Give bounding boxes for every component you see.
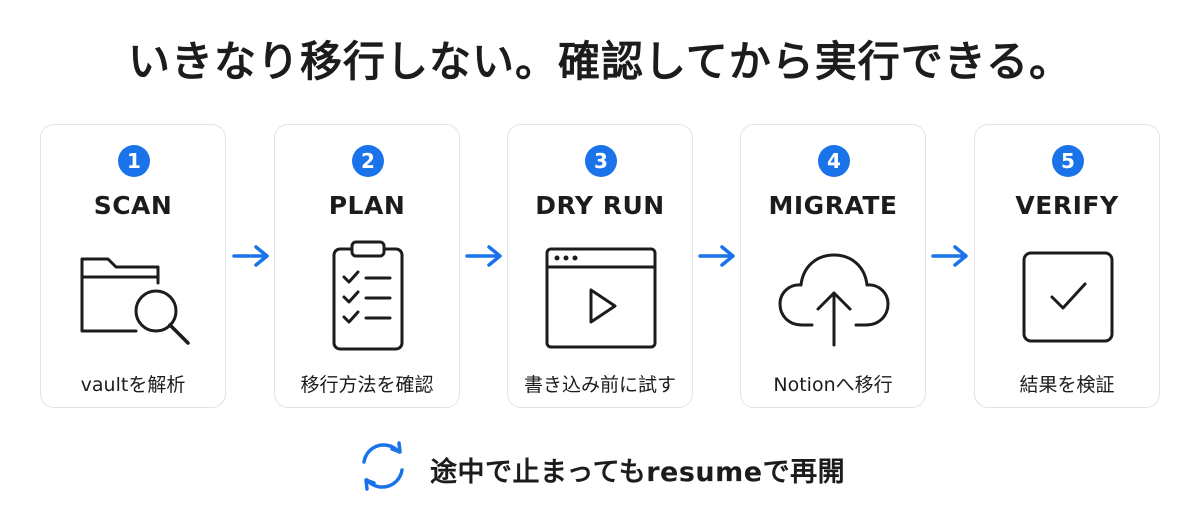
resume-text: 途中で止まってもresumeで再開 [430, 457, 846, 488]
step-number-badge: 3 [585, 145, 617, 177]
step-number-badge: 2 [352, 145, 384, 177]
clipboard-checklist-icon [332, 240, 404, 351]
resume-note: 途中で止まってもresumeで再開 [0, 438, 1200, 494]
browser-play-icon [545, 247, 657, 349]
step-card-verify: 5 VERIFY 結果を検証 [974, 124, 1160, 408]
step-card-migrate: 4 MIGRATE Notionへ移行 [740, 124, 926, 408]
step-name: DRY RUN [535, 191, 665, 220]
cloud-upload-icon [778, 253, 890, 347]
step-name: VERIFY [1015, 191, 1119, 220]
step-description: Notionへ移行 [773, 374, 893, 396]
process-steps: 1 SCAN vaultを解析 2 PLAN 移行方法を確認 [40, 124, 1160, 410]
step-name: SCAN [93, 191, 173, 220]
step-card-dry-run: 3 DRY RUN 書き込み前に試す [507, 124, 693, 408]
step-description: 移行方法を確認 [300, 374, 434, 396]
step-card-plan: 2 PLAN 移行方法を確認 [274, 124, 460, 408]
step-name: PLAN [328, 191, 406, 220]
step-description: 書き込み前に試す [523, 374, 676, 396]
step-number-badge: 1 [118, 145, 150, 177]
arrow-right-icon [232, 245, 269, 267]
folder-search-icon [80, 257, 190, 345]
step-number-badge: 4 [818, 145, 850, 177]
arrow-right-icon [465, 245, 502, 267]
step-number-badge: 5 [1052, 145, 1084, 177]
step-card-scan: 1 SCAN vaultを解析 [40, 124, 226, 408]
step-name: MIGRATE [768, 191, 898, 220]
checkbox-icon [1022, 251, 1114, 343]
arrow-right-icon [698, 245, 735, 267]
arrow-right-icon [931, 245, 968, 267]
page-title: いきなり移行しない。確認してから実行できる。 [128, 37, 1072, 86]
step-description: vaultを解析 [80, 374, 186, 396]
refresh-cycle-icon [362, 441, 404, 491]
step-description: 結果を検証 [1019, 374, 1115, 396]
